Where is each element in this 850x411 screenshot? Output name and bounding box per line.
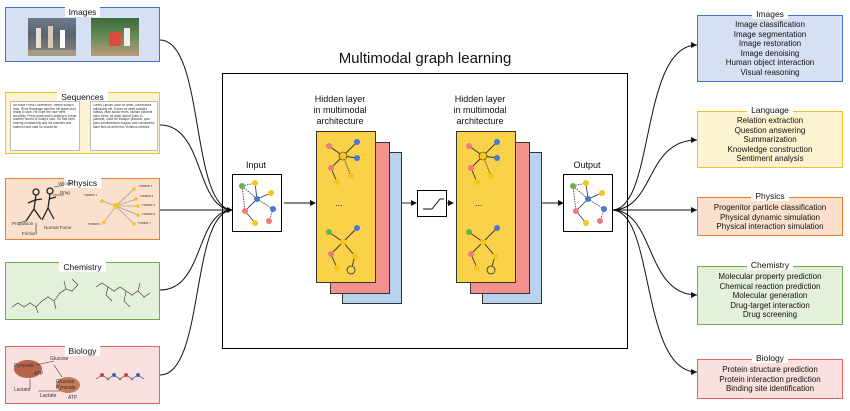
task-item: Image classification xyxy=(735,20,805,29)
label-drag: Drag xyxy=(60,190,70,195)
label-particle-3: Particle 3 xyxy=(139,185,153,188)
connector-sequences-input xyxy=(159,124,234,211)
activation-icon xyxy=(423,198,444,210)
hidden-layer-2-graph xyxy=(466,139,500,275)
label-lactate-1: Lactate xyxy=(14,387,31,393)
output-graph-box xyxy=(563,174,613,232)
label-particle-6: Particle 6 xyxy=(142,213,156,216)
task-item: Question answering xyxy=(734,125,806,135)
label-pyruvate: Pyruvate xyxy=(14,363,34,369)
label-pyruvate-2: Pyruvate xyxy=(56,385,76,391)
hidden-layer-2-front: ... xyxy=(456,131,516,283)
task-item: Protein structure prediction xyxy=(722,365,818,374)
task-item: Physical dynamic simulation xyxy=(719,212,821,222)
panel-title: Physics xyxy=(751,191,789,201)
panel-title: Biology xyxy=(752,353,788,363)
hidden-layer-2-ellipsis: ... xyxy=(475,198,483,208)
connector-output-images xyxy=(611,44,698,211)
output-label: Output xyxy=(573,160,601,170)
left-panel-biology: Biology Pyruvate Glucose ATP Lactate Lac… xyxy=(5,346,160,404)
task-item: Chemical reaction prediction xyxy=(719,281,821,291)
input-graph xyxy=(239,180,276,226)
input-graph-box xyxy=(232,174,282,232)
connector-output-biology xyxy=(611,209,698,373)
text-page-b: Lorem Lipsum dolor sit amet, consectetur… xyxy=(90,101,158,151)
task-item: Sentiment analysis xyxy=(736,154,804,164)
label-friction: Friction xyxy=(22,231,37,236)
right-panel-biology: Biology Protein structure prediction Pro… xyxy=(697,353,843,399)
hidden-layer-1-front: ... xyxy=(316,131,376,283)
right-panel-chemistry: Chemistry Molecular property prediction … xyxy=(697,260,843,325)
hidden-layer-1-ellipsis: ... xyxy=(335,198,343,208)
left-panel-chemistry: Chemistry xyxy=(5,262,160,320)
label-propulsion: Propulsion xyxy=(12,221,34,226)
task-item: Image segmentation xyxy=(733,29,807,39)
photo-runners-track xyxy=(91,18,139,56)
hidden-layer-1-graph xyxy=(326,139,360,275)
left-panel-sequences: Sequences Re:Race Press Conference. Refi… xyxy=(5,92,160,154)
text-page-a-content: Re:Race Press Conference. Refine today's… xyxy=(13,104,77,129)
label-particle-7: Particle 7 xyxy=(138,222,152,225)
molecule-structures xyxy=(11,278,151,314)
input-label: Input xyxy=(245,160,267,170)
task-item: Image denoising xyxy=(740,48,800,58)
output-graph xyxy=(570,180,607,226)
task-item: Image restoration xyxy=(738,39,802,49)
panel-title: Chemistry xyxy=(746,260,794,270)
connector-output-chemistry xyxy=(611,209,698,296)
hidden-layer-2-label: Hidden layer in multimodal architecture xyxy=(453,94,507,126)
left-panel-physics: Physics Velocity Drag Propulsion Normal … xyxy=(5,178,160,240)
text-page-a: Re:Race Press Conference. Refine today's… xyxy=(10,101,80,151)
label-atp-2: ATP xyxy=(68,395,78,401)
connector-output-language xyxy=(611,139,698,211)
right-panel-images: Images Image classification Image segmen… xyxy=(697,9,843,82)
task-item: Binding site identification xyxy=(725,384,815,394)
biology-illustration xyxy=(14,360,145,393)
panel-title: Language xyxy=(747,105,793,115)
task-item: Molecular generation xyxy=(732,291,808,301)
panel-title: Physics xyxy=(63,178,102,188)
label-normal-force: Normal Force xyxy=(44,225,72,230)
activation-box xyxy=(417,190,447,217)
label-particle-4: Particle 4 xyxy=(140,195,154,198)
text-page-b-content: Lorem Lipsum dolor sit amet, consectetur… xyxy=(93,104,155,129)
label-particle-2: Particle 2 xyxy=(88,223,102,226)
task-item: Progenitor particle classification xyxy=(713,203,827,212)
label-particle-1: Particle 1 xyxy=(84,194,98,197)
label-atp-1: ATP xyxy=(34,371,44,377)
panel-title: Chemistry xyxy=(59,262,106,272)
label-glucose-2: Glucose xyxy=(56,379,75,385)
task-item: Human object interaction xyxy=(725,58,815,68)
task-item: Drug-target interaction xyxy=(730,300,810,310)
photo-runners xyxy=(28,18,76,56)
task-item: Physical interaction simulation xyxy=(716,222,824,232)
center-title: Multimodal graph learning xyxy=(338,50,512,67)
panel-title: Biology xyxy=(64,346,101,356)
task-item: Relation extraction xyxy=(736,116,804,125)
right-panel-language: Language Relation extraction Question an… xyxy=(697,105,843,168)
right-panel-physics: Physics Progenitor particle classificati… xyxy=(697,191,843,236)
task-item: Molecular property prediction xyxy=(718,272,822,281)
connector-chemistry-input xyxy=(159,209,234,291)
physics-illustration xyxy=(17,184,140,233)
task-item: Drug screening xyxy=(742,310,798,320)
hidden-layer-1-label: Hidden layer in multimodal architecture xyxy=(313,94,367,126)
task-item: Visual reasoning xyxy=(740,67,800,77)
panel-title: Sequences xyxy=(57,92,108,102)
label-particle-5: Particle 5 xyxy=(142,204,156,207)
label-glucose: Glucose xyxy=(50,356,69,362)
panel-title: Images xyxy=(752,9,788,19)
task-item: Knowledge construction xyxy=(727,144,813,154)
task-item: Protein interaction prediction xyxy=(719,374,821,384)
left-panel-images: Images xyxy=(5,7,160,62)
task-item: Summarization xyxy=(743,135,797,145)
label-lactate-2: Lactate xyxy=(40,393,57,399)
label-velocity: Velocity xyxy=(58,181,74,186)
connector-images-input xyxy=(159,39,234,211)
connector-biology-input xyxy=(159,209,234,376)
center-frame xyxy=(222,73,628,349)
panel-title: Images xyxy=(64,7,101,17)
